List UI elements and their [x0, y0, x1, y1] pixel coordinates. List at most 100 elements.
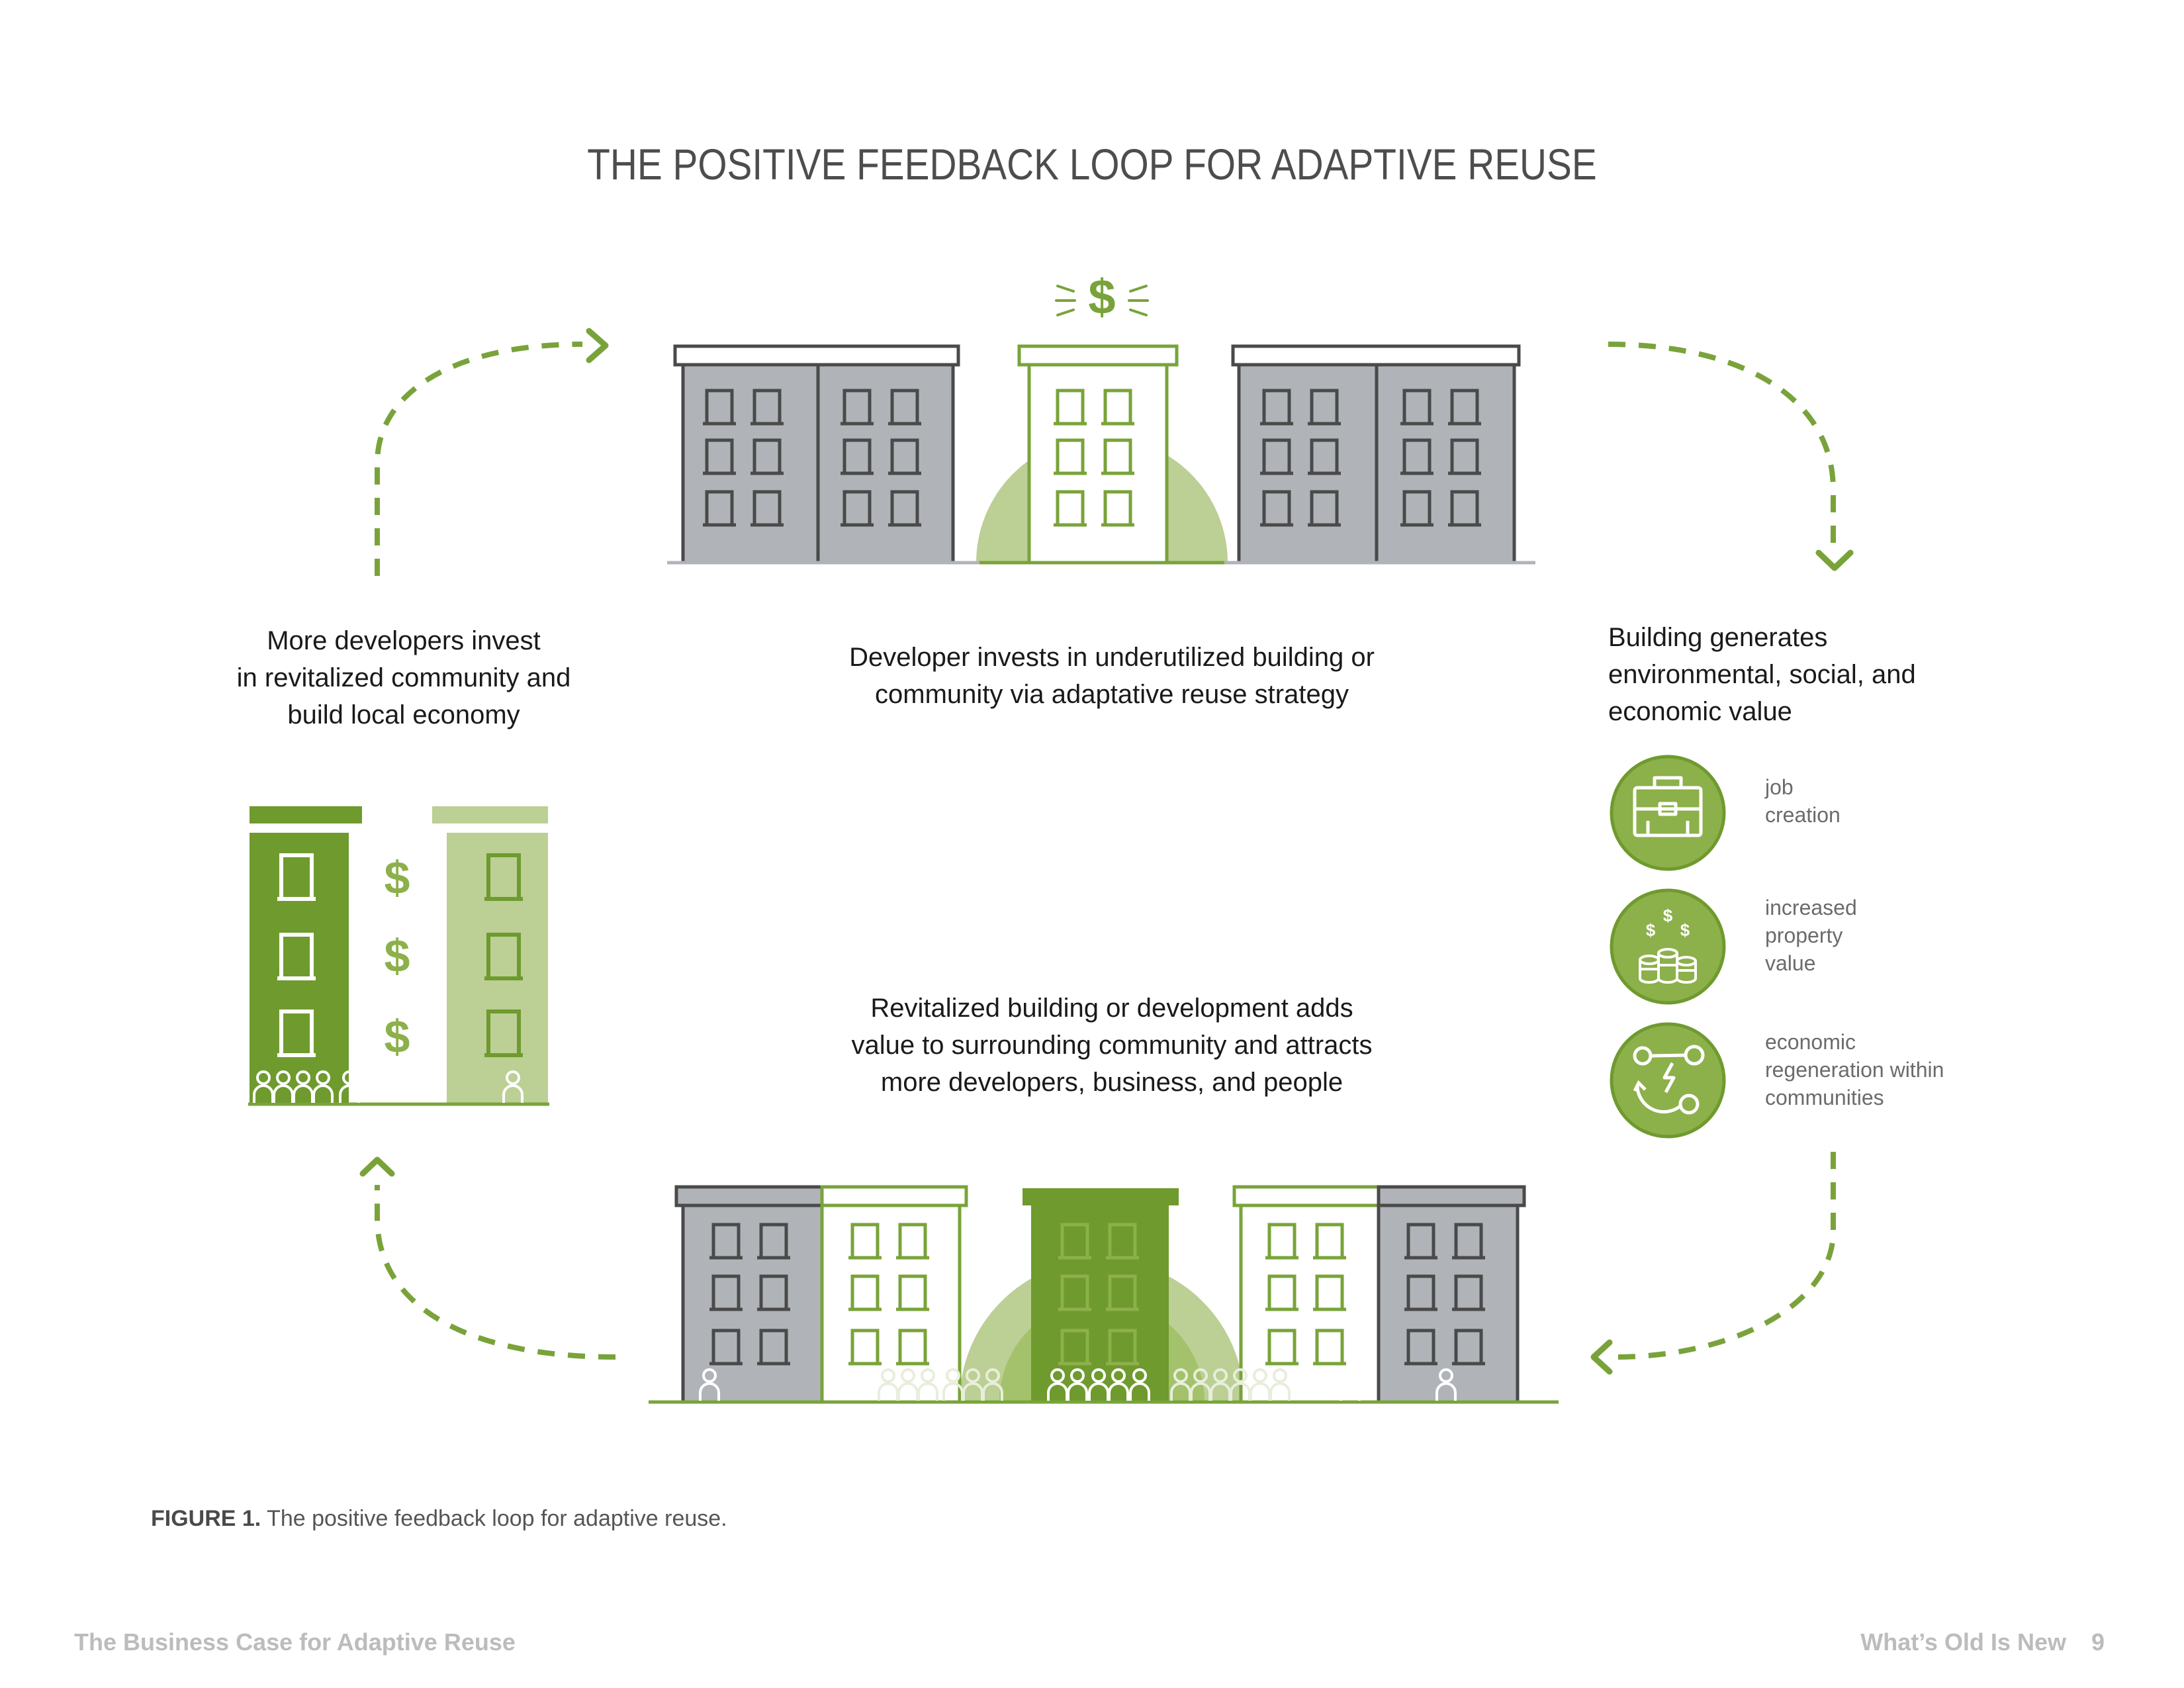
dollar-sign: $: [385, 930, 410, 982]
window: [709, 1274, 743, 1311]
step-line: in revitalized community and: [236, 663, 571, 692]
window: [841, 490, 874, 527]
briefcase-icon: [1633, 776, 1703, 837]
arrowhead-bottom-right: [1590, 1339, 1613, 1375]
window: [1054, 438, 1087, 475]
person-icon: [502, 1070, 523, 1103]
arrowhead-bottom-left: [359, 1156, 395, 1177]
window: [484, 853, 523, 901]
arrow-bottom-right: [1614, 1152, 1836, 1360]
window: [709, 1329, 743, 1366]
person-icon: [1088, 1368, 1109, 1401]
window: [1313, 1329, 1346, 1366]
window: [1308, 389, 1341, 426]
window: [703, 438, 736, 475]
window: [1265, 1223, 1298, 1260]
step-line: Building generates: [1608, 623, 1828, 652]
top-building-row: $: [667, 269, 1535, 565]
step-developer-invests: Developer invests in underutilized build…: [781, 639, 1443, 713]
arrowhead-top-right: [1815, 549, 1854, 571]
step-revitalized-building: Revitalized building or development adds…: [781, 990, 1443, 1101]
window: [751, 389, 784, 426]
window: [896, 1274, 929, 1311]
step-line: more developers, business, and people: [880, 1068, 1343, 1097]
step-more-developers: More developers invest in revitalized co…: [218, 622, 589, 733]
person-icon: [1047, 1368, 1068, 1401]
figure-caption-text: The positive feedback loop for adaptive …: [261, 1506, 727, 1531]
window: [888, 389, 921, 426]
window: [1260, 389, 1293, 426]
window: [1448, 389, 1481, 426]
person-icon: [1129, 1368, 1150, 1401]
person-icon: [1250, 1368, 1271, 1401]
window: [757, 1223, 790, 1260]
window: [1265, 1329, 1298, 1366]
person-icon: [312, 1070, 334, 1103]
window: [757, 1329, 790, 1366]
person-icon: [273, 1070, 294, 1103]
window: [1106, 1329, 1139, 1366]
window: [1058, 1223, 1091, 1260]
window: [277, 933, 316, 980]
window: [757, 1274, 790, 1311]
regeneration-circle: [1610, 1022, 1726, 1139]
step-line: More developers invest: [267, 626, 541, 655]
footer-report-title: The Business Case for Adaptive Reuse: [74, 1628, 516, 1656]
figure-label: FIGURE 1.: [151, 1506, 261, 1531]
window: [484, 933, 523, 980]
arrowhead-top-left: [586, 328, 609, 363]
page-number: 9: [2091, 1628, 2105, 1656]
window: [1308, 438, 1341, 475]
person-icon: [339, 1070, 360, 1103]
person-icon: [699, 1368, 720, 1401]
step-line: community via adaptative reuse strategy: [875, 680, 1349, 709]
value-label-line: creation: [1765, 803, 1841, 827]
window: [1400, 389, 1433, 426]
dollar-rays: [1055, 285, 1149, 316]
step-line: Revitalized building or development adds: [870, 994, 1353, 1023]
value-label-job-creation: job creation: [1765, 773, 1841, 829]
window: [1265, 1274, 1298, 1311]
person-icon: [1170, 1368, 1191, 1401]
window: [751, 490, 784, 527]
footer-section: What’s Old Is New 9: [1860, 1628, 2105, 1656]
window: [1404, 1274, 1437, 1311]
step-line: value to surrounding community and attra…: [851, 1031, 1373, 1060]
coin-dollar-sign: $: [1646, 920, 1656, 940]
window: [703, 389, 736, 426]
person-icon: [1190, 1368, 1211, 1401]
dollar-sign: $: [385, 852, 410, 904]
arrow-top-left: [375, 342, 583, 576]
window: [1448, 438, 1481, 475]
window: [1260, 490, 1293, 527]
window: [703, 490, 736, 527]
person-icon: [1067, 1368, 1088, 1401]
window: [888, 490, 921, 527]
step-line: economic value: [1608, 697, 1792, 726]
arrow-bottom-left: [375, 1185, 616, 1360]
arrow-top-right: [1608, 342, 1836, 543]
window: [848, 1329, 882, 1366]
person-icon: [293, 1070, 314, 1103]
window: [1313, 1274, 1346, 1311]
person-icon: [917, 1368, 938, 1401]
window: [896, 1329, 929, 1366]
window: [888, 438, 921, 475]
value-label-property-value: increased property value: [1765, 894, 1857, 977]
value-label-line: regeneration within: [1765, 1058, 1944, 1082]
bottom-building-row: [649, 1185, 1559, 1404]
value-label-line: economic: [1765, 1030, 1856, 1054]
value-label-line: value: [1765, 951, 1816, 975]
figure-caption: FIGURE 1. The positive feedback loop for…: [151, 1506, 727, 1532]
window: [751, 438, 784, 475]
value-label-line: increased: [1765, 896, 1857, 919]
person-icon: [878, 1368, 899, 1401]
network-icon: [1633, 1045, 1705, 1115]
step-line: Developer invests in underutilized build…: [849, 643, 1375, 672]
window: [896, 1223, 929, 1260]
value-label-economic-regeneration: economic regeneration within communities: [1765, 1028, 1944, 1111]
window: [709, 1223, 743, 1260]
footer-section-title: What’s Old Is New: [1860, 1628, 2066, 1656]
step-line: build local economy: [287, 700, 520, 729]
